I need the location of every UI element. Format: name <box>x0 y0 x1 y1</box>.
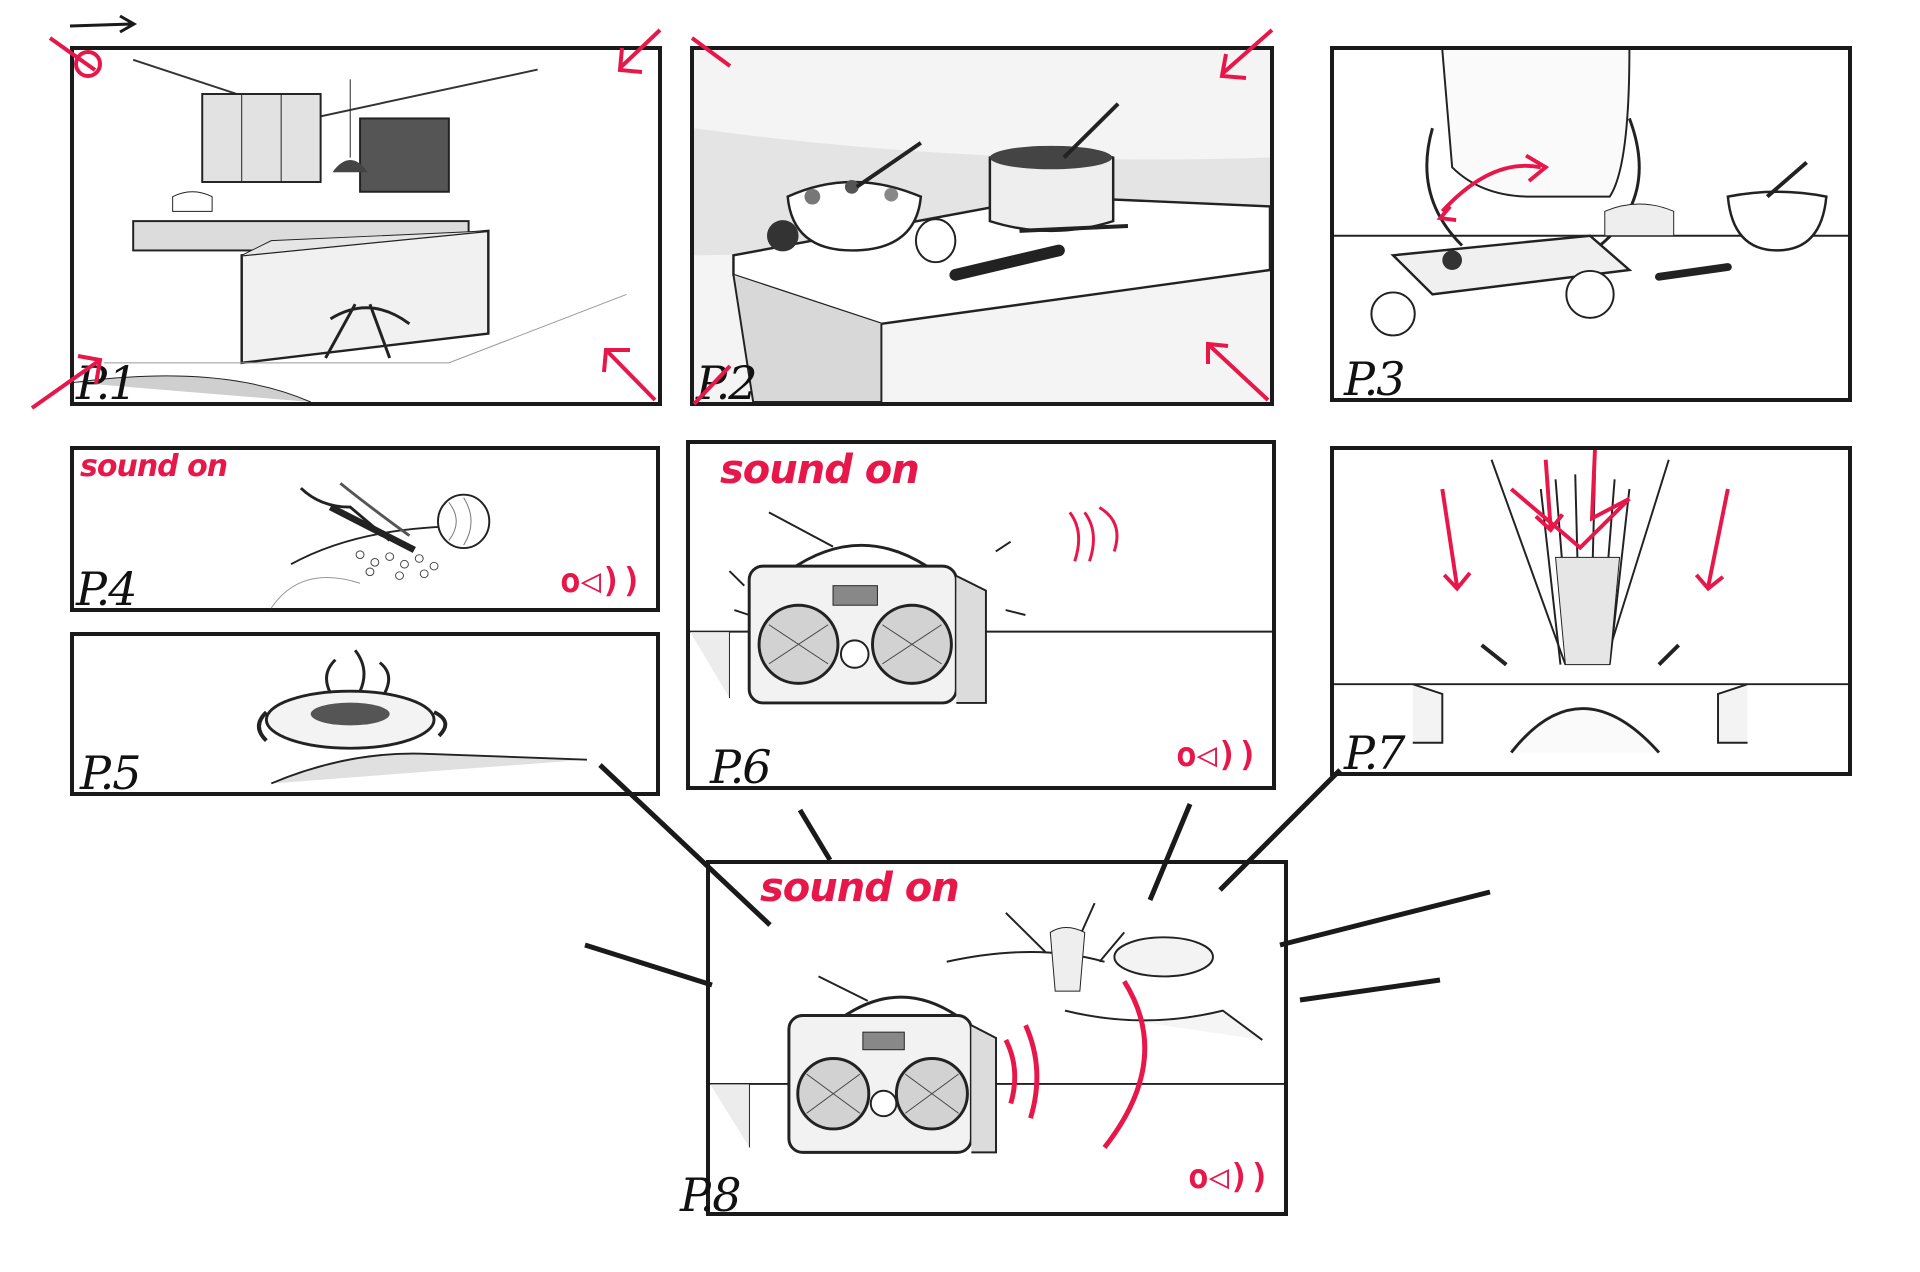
sound-cue: sound on <box>760 865 960 911</box>
kitchen-sketch <box>73 58 627 403</box>
panel-p4[interactable]: sound on o◁)) P.4 <box>70 446 660 612</box>
panel-p1[interactable]: P.1 <box>70 46 662 406</box>
direction-arrow-icon <box>69 14 138 34</box>
chopping-sketch <box>270 482 491 609</box>
cook-sketch <box>1334 49 1848 337</box>
panel-p3[interactable]: P.3 <box>1330 46 1852 402</box>
volume-on-icon: o◁)) <box>1188 1157 1270 1197</box>
radio-explosion-sketch <box>710 902 1284 1154</box>
radio-sketch <box>690 506 1272 705</box>
panel-p5[interactable]: P.5 <box>70 632 660 796</box>
counter-sketch <box>694 50 1272 403</box>
panel-p8[interactable]: sound on o◁)) P.8 <box>680 860 1288 1218</box>
sound-cue: sound on <box>720 447 920 493</box>
volume-on-icon: o◁)) <box>560 561 642 601</box>
pan-sketch <box>256 649 587 785</box>
pasta-drop-sketch <box>1334 449 1848 754</box>
panel-p7[interactable]: P.7 <box>1330 446 1852 776</box>
volume-on-icon: o◁)) <box>1176 735 1258 775</box>
panel-p6[interactable]: sound on o◁)) P.6 <box>686 440 1276 790</box>
sound-cue: sound on <box>80 449 228 484</box>
panel-p2[interactable]: P.2 <box>690 46 1274 406</box>
